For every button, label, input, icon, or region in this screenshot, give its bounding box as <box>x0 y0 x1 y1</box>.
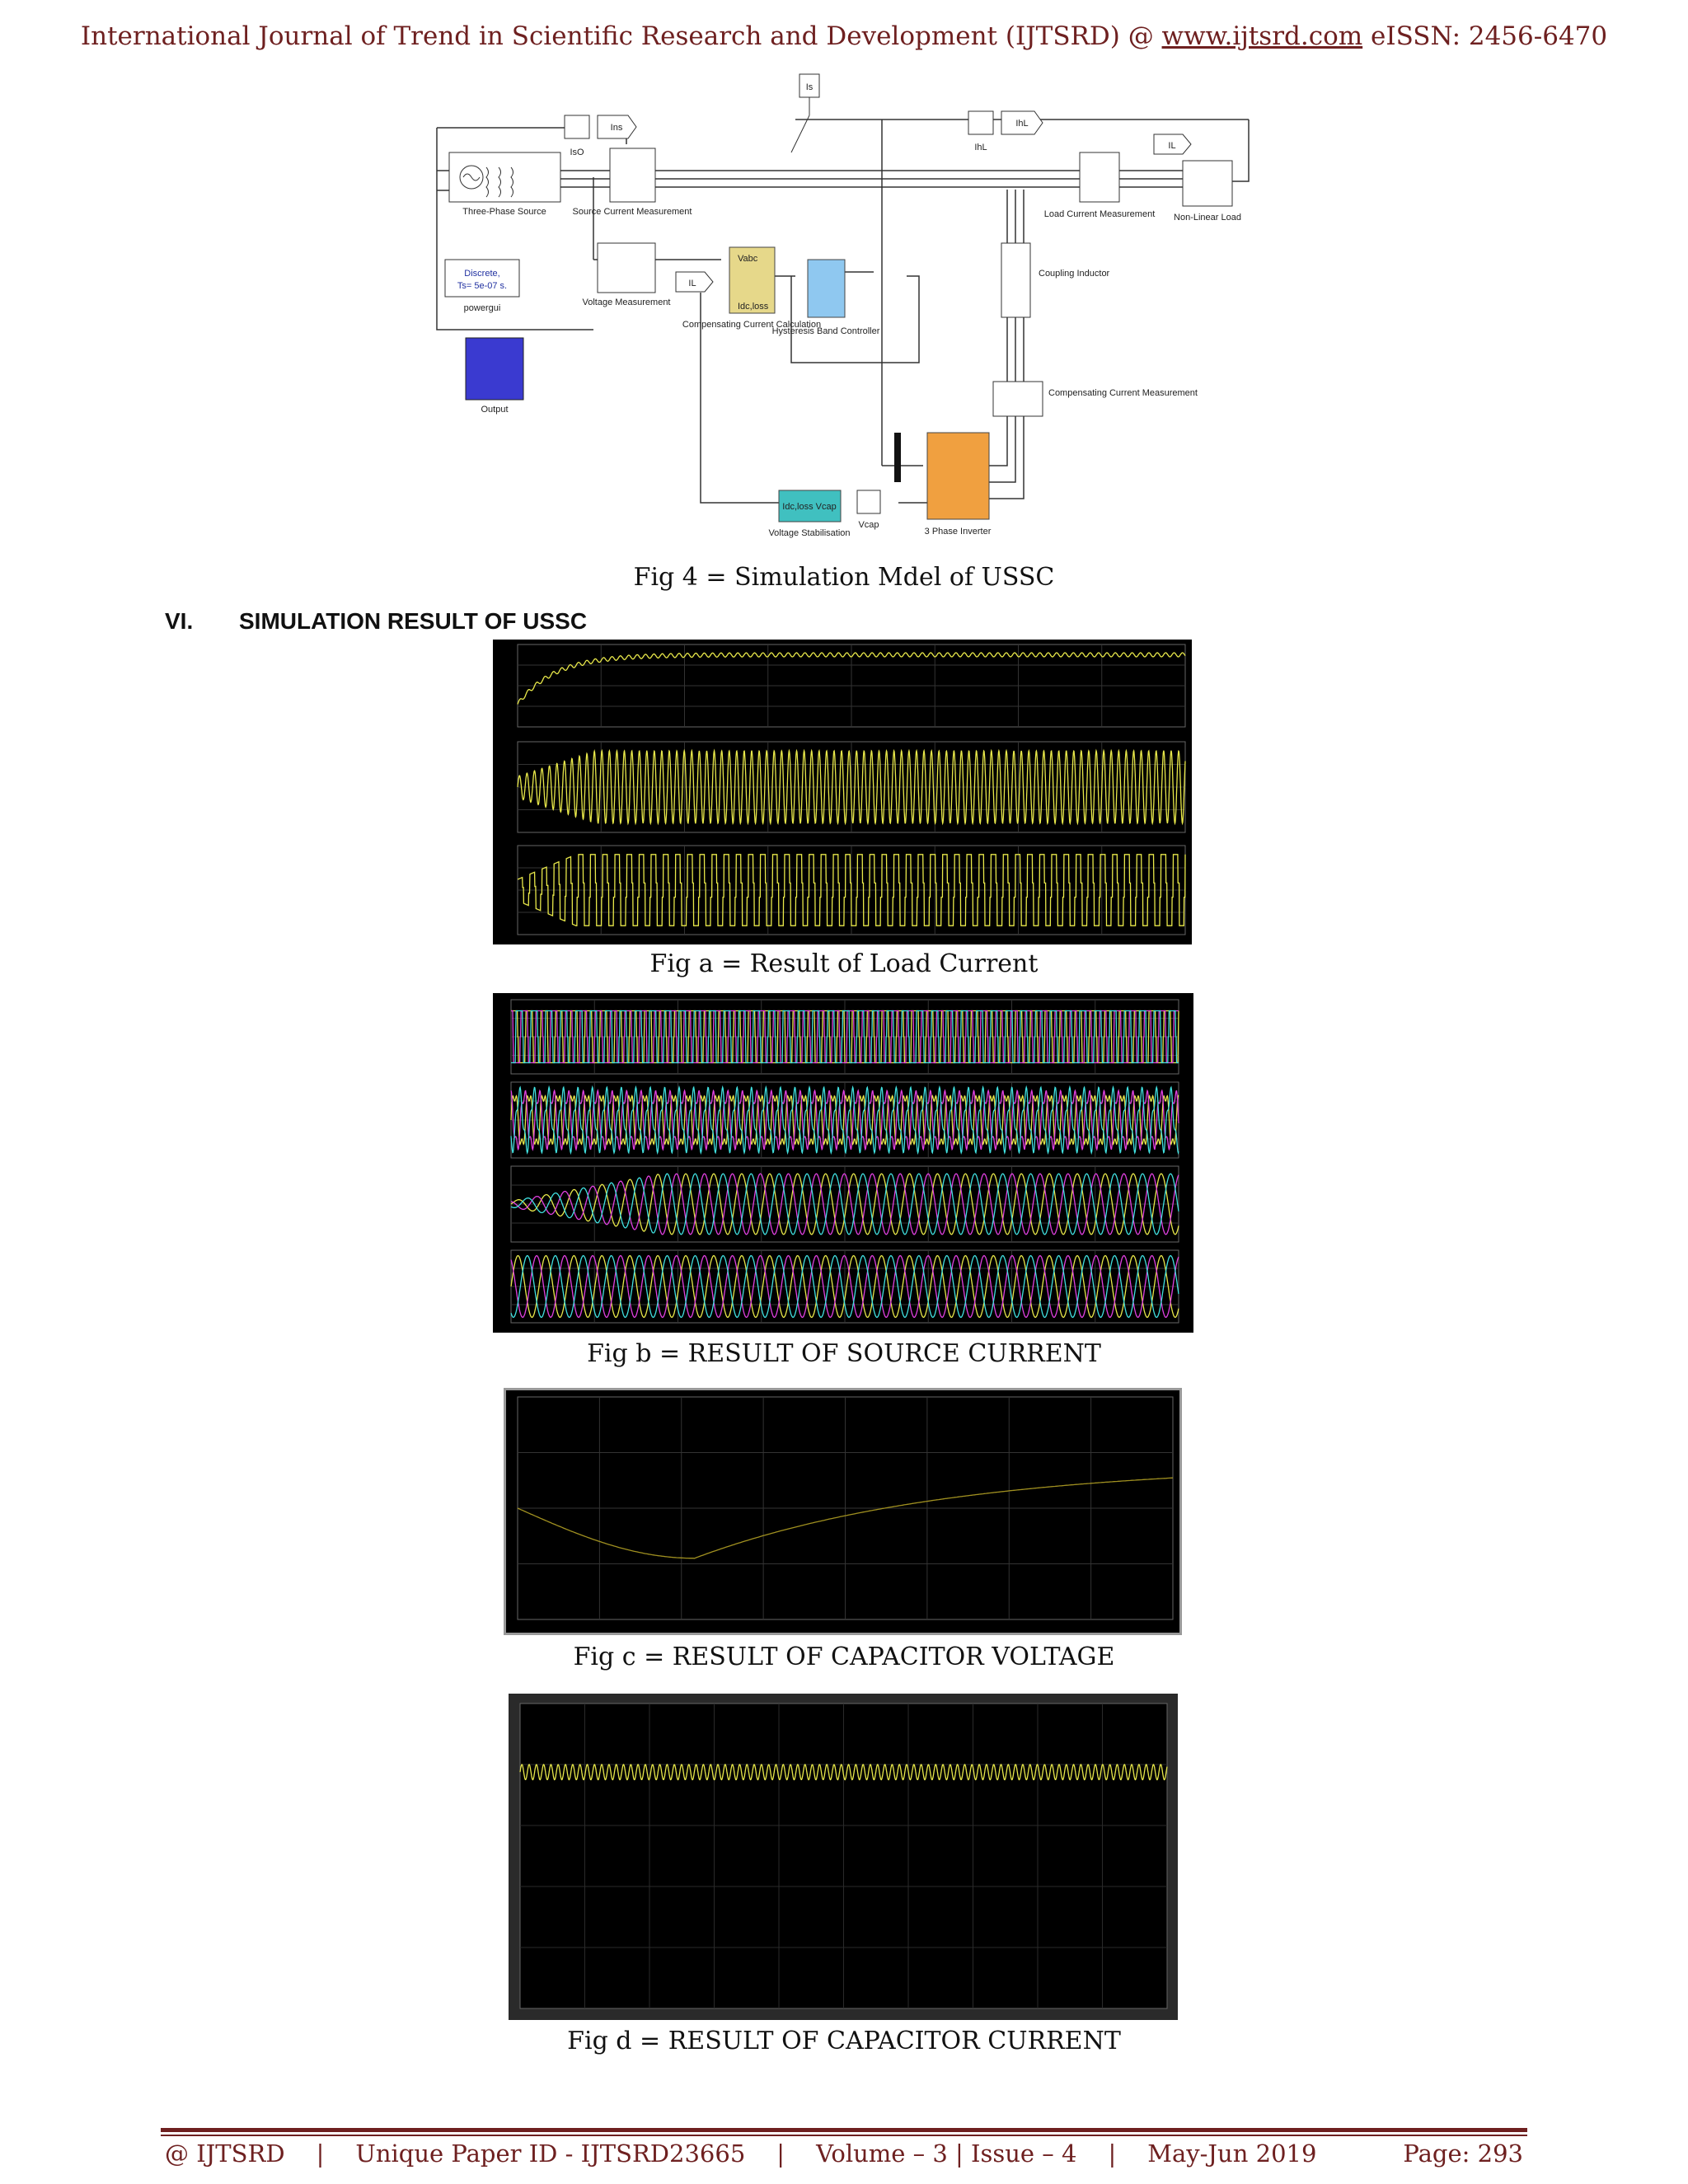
discrete-label: Discrete, <box>464 269 499 279</box>
capacitor-voltage-scope <box>504 1388 1182 1635</box>
fig-c-caption: Fig c = RESULT OF CAPACITOR VOLTAGE <box>573 1643 1115 1671</box>
footer-brand: @ IJTSRD <box>165 2139 285 2168</box>
source-current-phase-3 <box>510 1085 1179 1155</box>
footer-page-number: Page: 293 <box>1403 2139 1523 2168</box>
reference-current-phase-2 <box>510 1254 1179 1319</box>
source-meas-label: Source Current Measurement <box>573 207 692 217</box>
header-issn: eISSN: 2456-6470 <box>1362 21 1608 51</box>
load-current-dc-trace <box>517 652 1186 705</box>
compensated-current-phase-2 <box>510 1173 1179 1235</box>
ihl-label: IhL <box>974 143 987 152</box>
load-current-scope <box>493 640 1192 944</box>
fig-b-caption: Fig b = RESULT OF SOURCE CURRENT <box>587 1339 1101 1368</box>
ins-tag: Ins <box>611 123 623 133</box>
reference-current-phase-3 <box>510 1254 1179 1319</box>
simulink-model-diagram: Is IsO Ins IhL IhL IL Three-Phase Source… <box>436 73 1250 538</box>
hysteresis-label: Hysteresis Band Controller <box>772 326 880 336</box>
fig4-caption: Fig 4 = Simulation Mdel of USSC <box>633 563 1055 592</box>
comp-calc-label: Compensating Current Calculation <box>682 320 821 330</box>
source-current-scope <box>493 993 1193 1333</box>
ihl-tag: IhL <box>1015 119 1028 129</box>
capacitor-current-scope <box>509 1694 1178 2020</box>
output-label: Output <box>481 405 508 415</box>
load-meas-label: Load Current Measurement <box>1044 209 1156 219</box>
fig-a-caption: Fig a = Result of Load Current <box>649 949 1039 978</box>
coupling-label: Coupling Inductor <box>1039 269 1110 279</box>
capacitor-voltage-trace <box>517 1477 1174 1559</box>
compensated-current-phase-3 <box>510 1173 1179 1235</box>
load-current-ac-trace <box>517 748 1186 826</box>
three-phase-source-label: Three-Phase Source <box>462 207 546 217</box>
footer-rule-thin <box>161 2135 1527 2136</box>
source-voltage-phase-3 <box>511 1010 1179 1064</box>
comp-meas-label: Compensating Current Measurement <box>1048 388 1198 398</box>
section-heading: VI. SIMULATION RESULT OF USSC <box>165 608 587 635</box>
voltage-stab-label: Voltage Stabilisation <box>768 528 850 538</box>
inverter-label: 3 Phase Inverter <box>925 527 992 537</box>
section-number: VI. <box>165 608 194 634</box>
section-title: SIMULATION RESULT OF USSC <box>239 608 588 634</box>
fig-d-caption: Fig d = RESULT OF CAPACITOR CURRENT <box>567 2027 1121 2055</box>
il-tag: IL <box>1168 141 1175 151</box>
iso-label: IsO <box>570 148 584 157</box>
footer-volume: Volume – 3 | Issue – 4 <box>816 2139 1077 2168</box>
idcloss-port: Idc,loss <box>738 302 769 312</box>
header-text: International Journal of Trend in Scient… <box>80 21 1162 51</box>
vabc-port: Vabc <box>738 254 758 264</box>
footer-rule <box>161 2128 1527 2132</box>
footer-date: May-Jun 2019 <box>1147 2139 1317 2168</box>
il-tag-2: IL <box>688 279 696 288</box>
source-voltage-phase-2 <box>511 1010 1179 1064</box>
is-tag: Is <box>806 82 814 92</box>
voltage-stab-ports: Idc,loss Vcap <box>782 502 836 512</box>
source-current-phase-2 <box>510 1089 1179 1151</box>
journal-link[interactable]: www.ijtsrd.com <box>1161 21 1363 51</box>
capacitor-current-trace <box>519 1764 1168 1781</box>
journal-header: International Journal of Trend in Scient… <box>0 21 1688 51</box>
reference-current-phase-1 <box>510 1254 1179 1319</box>
voltage-meas-label: Voltage Measurement <box>582 298 670 307</box>
load-current-square-trace <box>517 854 1186 926</box>
compensated-current-phase-1 <box>510 1173 1179 1235</box>
powergui-label: powergui <box>464 303 501 313</box>
page-footer: @ IJTSRD|Unique Paper ID - IJTSRD23665|V… <box>165 2139 1523 2168</box>
vcap-label: Vcap <box>858 520 879 530</box>
nonlinear-load-label: Non-Linear Load <box>1174 213 1241 223</box>
footer-paper-id: Unique Paper ID - IJTSRD23665 <box>355 2139 746 2168</box>
sample-time-label: Ts= 5e-07 s. <box>457 281 507 291</box>
